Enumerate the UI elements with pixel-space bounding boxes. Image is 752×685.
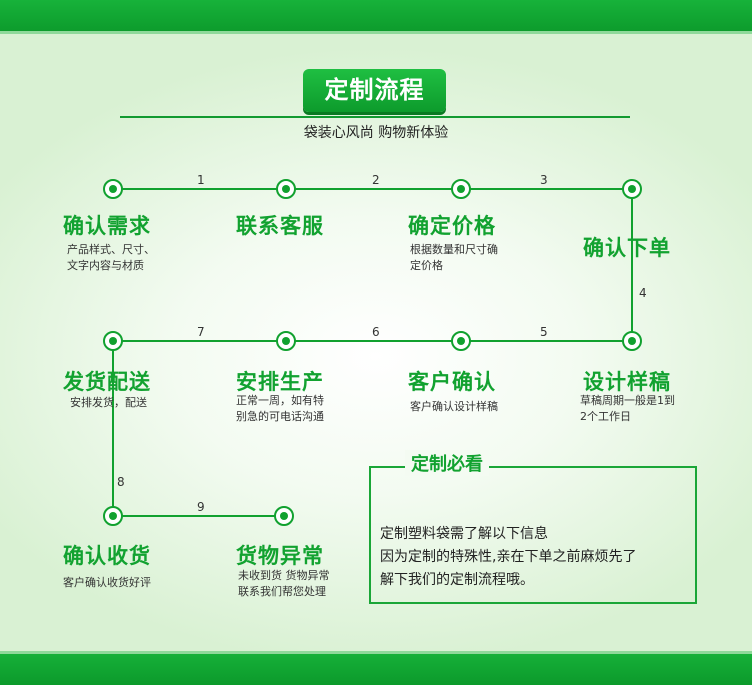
bottom-band: [0, 651, 752, 685]
node-3: [451, 179, 471, 199]
node-1: [103, 179, 123, 199]
step-title: 安排生产: [236, 370, 324, 394]
node-8: [103, 331, 123, 351]
node-5: [622, 331, 642, 351]
node-9: [103, 506, 123, 526]
step-desc: 正常一周，如有特别急的可电话沟通: [236, 394, 324, 423]
step-desc: 安排发货，配送: [70, 396, 147, 409]
connector-number: 2: [372, 173, 380, 187]
step-desc: 产品样式、尺寸、文字内容与材质: [67, 243, 155, 272]
step-desc: 客户确认收货好评: [63, 576, 151, 589]
page-subtitle: 袋装心风尚 购物新体验: [303, 125, 449, 141]
notice-box: [369, 466, 697, 604]
title-underline: [120, 116, 630, 118]
step-title: 确认下单: [583, 236, 671, 260]
notice-title: 定制必看: [405, 450, 489, 476]
connector-number: 7: [197, 325, 205, 339]
connector-number: 5: [540, 325, 548, 339]
step-desc: 未收到货 货物异常联系我们帮您处理: [238, 569, 330, 598]
notice-line: 解下我们的定制流程哦。: [380, 572, 534, 588]
step-title: 确认收货: [63, 544, 151, 568]
step-title: 联系客服: [236, 214, 324, 238]
notice-line: 定制塑料袋需了解以下信息: [380, 526, 548, 542]
step-title: 确定价格: [408, 214, 496, 238]
node-10: [274, 506, 294, 526]
step-title: 货物异常: [236, 544, 324, 568]
connector-number: 6: [372, 325, 380, 339]
node-2: [276, 179, 296, 199]
connector-number: 1: [197, 173, 205, 187]
step-desc: 客户确认设计样稿: [410, 400, 498, 413]
node-7: [276, 331, 296, 351]
node-4: [622, 179, 642, 199]
page-title: 定制流程: [303, 69, 446, 112]
connector-number: 3: [540, 173, 548, 187]
step-title: 确认需求: [63, 214, 151, 238]
step-title: 客户确认: [408, 370, 496, 394]
step-title: 发货配送: [63, 370, 151, 394]
connector-number: 4: [639, 286, 647, 300]
step-title: 设计样稿: [583, 370, 671, 394]
connector-number: 9: [197, 500, 205, 514]
top-band-highlight: [0, 31, 752, 34]
bottom-band-highlight: [0, 651, 752, 654]
step-desc: 根据数量和尺寸确定价格: [410, 243, 498, 272]
notice-line: 因为定制的特殊性,亲在下单之前麻烦先了: [380, 549, 637, 565]
connector-number: 8: [117, 475, 125, 489]
node-6: [451, 331, 471, 351]
top-band: [0, 0, 752, 34]
